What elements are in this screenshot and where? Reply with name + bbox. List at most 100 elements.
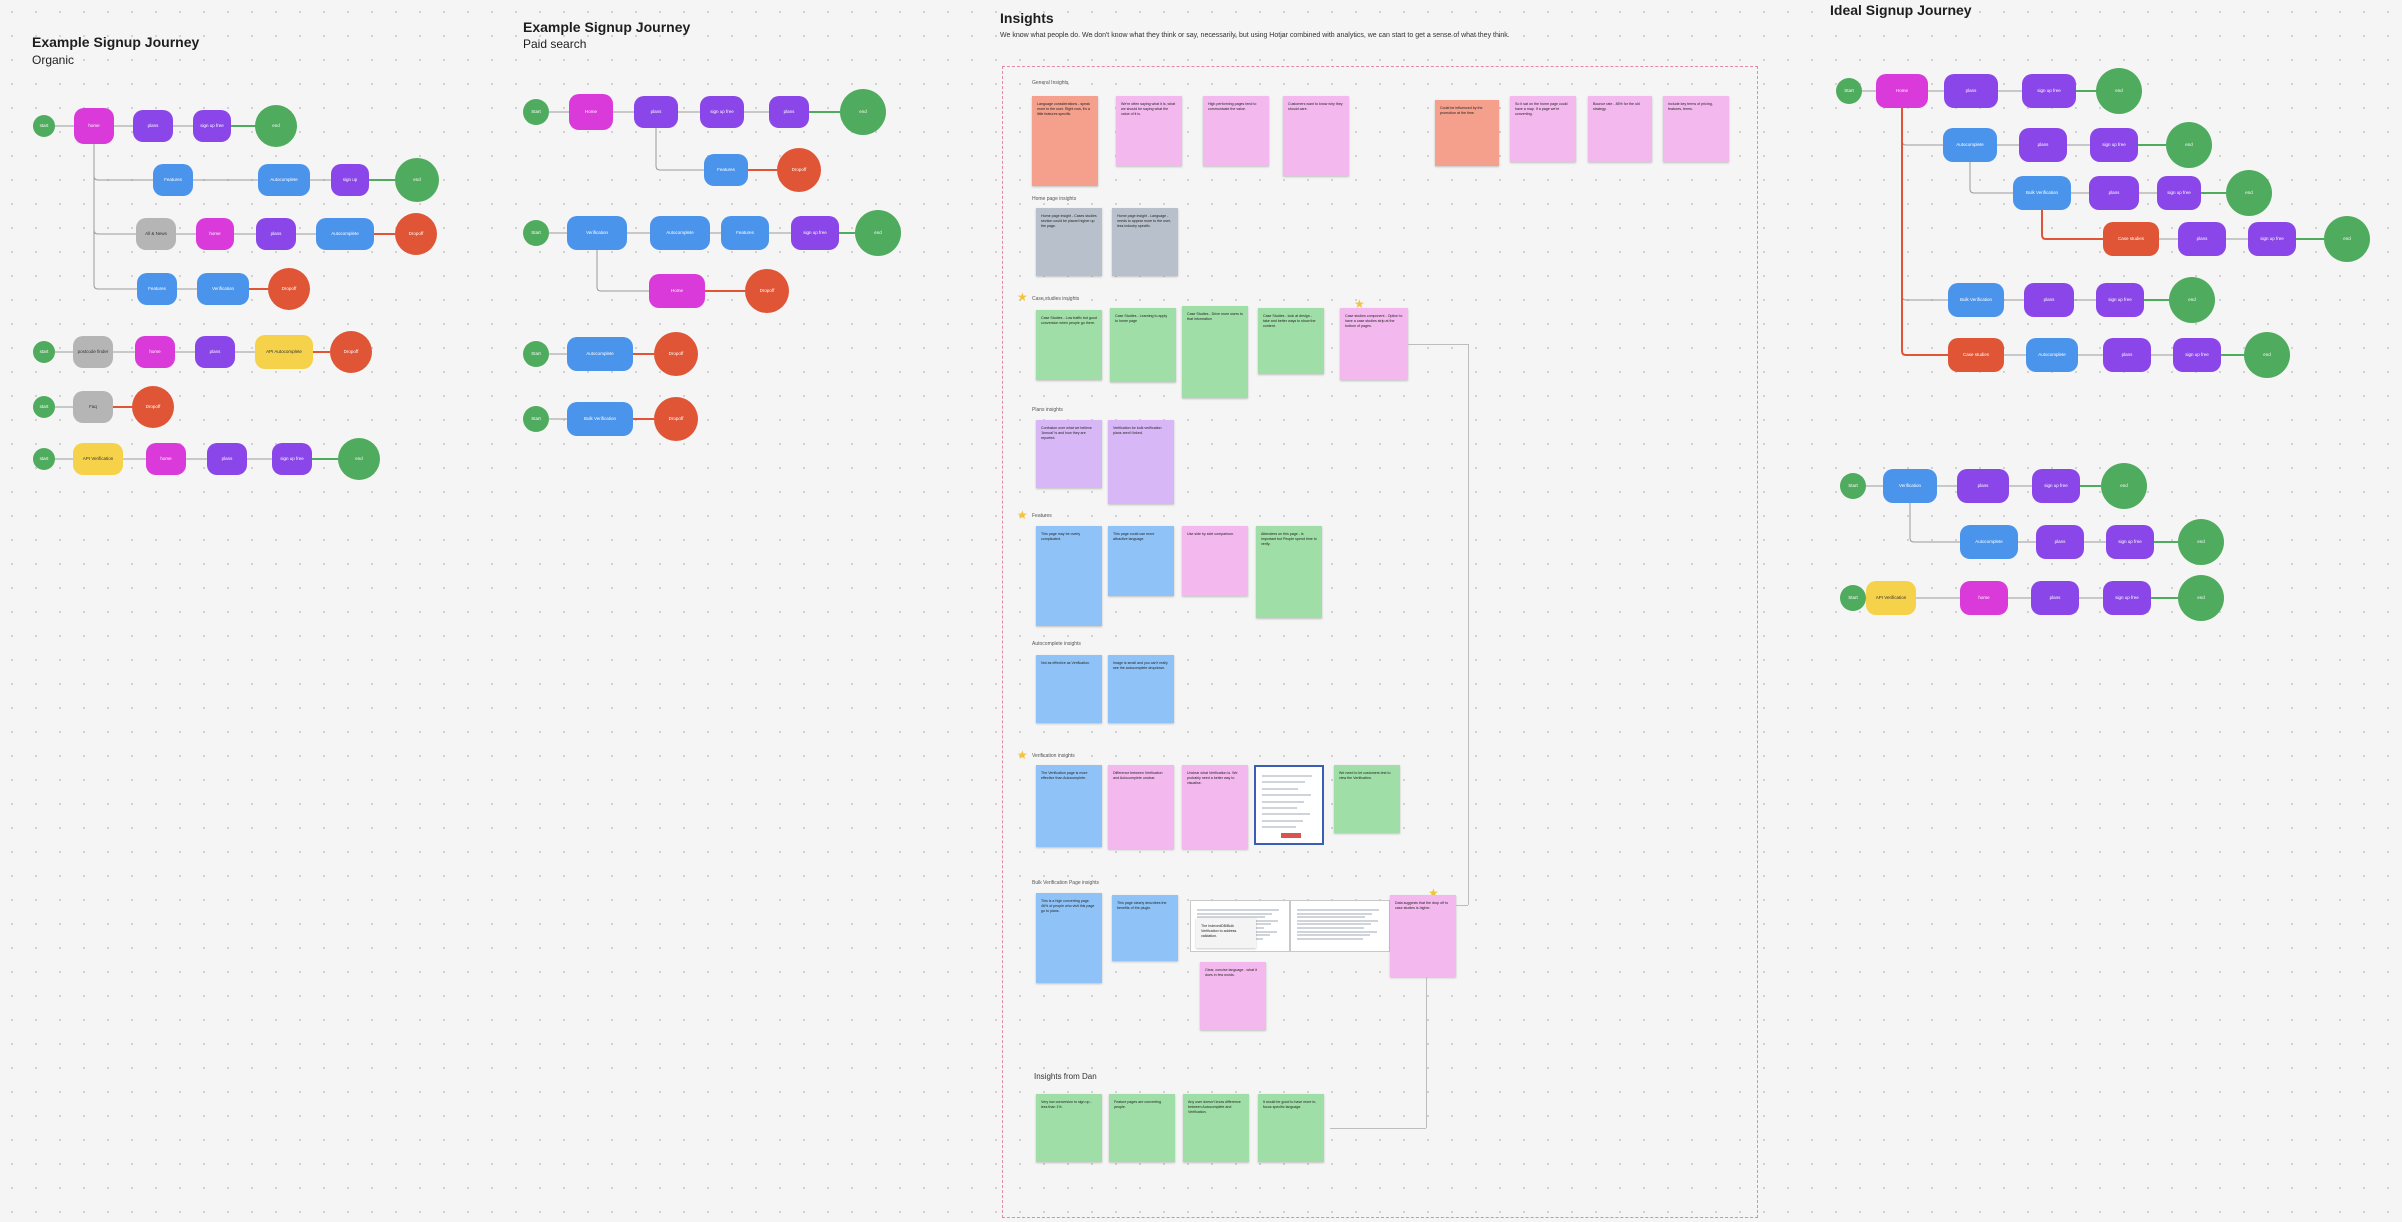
sticky-note[interactable]: Any user doesn't know difference between… [1183,1094,1249,1162]
sticky-note[interactable]: Could be influenced by the promotion at … [1435,100,1499,166]
paid-node-feature[interactable]: Features [721,216,769,250]
organic-node-plans[interactable]: plans [207,443,247,475]
sticky-note[interactable]: Very low conversion to sign up - less th… [1036,1094,1102,1162]
sticky-note[interactable]: Home page insight - Cases studies sectio… [1036,208,1102,276]
paid-node-dropoff[interactable]: Dropoff [654,397,698,441]
organic-node-dropoff[interactable]: Dropoff [132,386,174,428]
organic-node-start[interactable]: start [33,396,55,418]
ideal-node-feature[interactable]: Autocomplete [2026,338,2078,372]
organic-node-home[interactable]: home [135,336,175,368]
sticky-note[interactable]: Verification for bulk verification plans… [1108,420,1174,504]
organic-node-grey[interactable]: All & News [136,218,176,250]
paid-node-dropoff[interactable]: Dropoff [745,269,789,313]
sticky-note[interactable]: Bounce rate - 85% for the old strategy. [1588,96,1652,162]
sticky-note[interactable]: This page could use more attractive lang… [1108,526,1174,596]
ideal-node-plans[interactable]: plans [2103,338,2151,372]
sticky-note[interactable]: This is a high converting page. 46% of p… [1036,893,1102,983]
paid-node-home[interactable]: Home [569,94,613,130]
ideal-node-end[interactable]: end [2226,170,2272,216]
ideal-node-plans[interactable]: sign up free [2248,222,2296,256]
ideal-node-end[interactable]: end [2178,519,2224,565]
organic-node-plans[interactable]: sign up free [193,110,231,142]
paid-node-plans[interactable]: sign up free [791,216,839,250]
sticky-note[interactable]: The Verification page is more effective … [1036,765,1102,847]
paid-node-start[interactable]: Start [523,99,549,125]
paid-node-feature[interactable]: Autocomplete [650,216,710,250]
paid-node-start[interactable]: Start [523,341,549,367]
sticky-note[interactable]: Case Studies - Low traffic but good conv… [1036,310,1102,380]
sticky-note[interactable]: Confusion over what we believe 'Annual' … [1036,420,1102,488]
sticky-note[interactable]: This page clearly describes the benefits… [1112,895,1178,961]
ideal-node-end[interactable]: end [2169,277,2215,323]
ideal-node-end[interactable]: end [2244,332,2290,378]
ideal-node-plans[interactable]: plans [2178,222,2226,256]
paid-node-dropoff[interactable]: Dropoff [654,332,698,376]
sticky-note[interactable]: Language considerations - speak more to … [1032,96,1098,186]
sticky-note[interactable]: Not as effective as Verification. [1036,655,1102,723]
ideal-node-plans[interactable]: plans [1957,469,2009,503]
ideal-node-plans[interactable]: sign up free [2157,176,2201,210]
paid-node-feature[interactable]: Verification [567,216,627,250]
organic-node-yellow[interactable]: API Verification [73,443,123,475]
sticky-note[interactable]: Case studies component - Option to have … [1340,308,1408,380]
ideal-node-plans[interactable]: plans [2019,128,2067,162]
paid-node-feature[interactable]: Bulk Verification [567,402,633,436]
ideal-node-plans[interactable]: sign up free [2032,469,2080,503]
organic-node-start[interactable]: start [33,115,55,137]
organic-node-plans[interactable]: plans [133,110,173,142]
ideal-node-feature[interactable]: Bulk Verification [2013,176,2071,210]
organic-node-plans[interactable]: sign up free [272,443,312,475]
ideal-node-plans[interactable]: plans [2031,581,2079,615]
sticky-note[interactable]: Feature pages are converting people. [1109,1094,1175,1162]
organic-node-start[interactable]: start [33,341,55,363]
organic-node-plans[interactable]: plans [256,218,296,250]
sticky-note[interactable]: Use side by side comparison. [1182,526,1248,596]
organic-node-feature[interactable]: Features [137,273,177,305]
organic-node-home[interactable]: home [74,108,114,144]
paid-node-end[interactable]: end [855,210,901,256]
ideal-node-end[interactable]: end [2178,575,2224,621]
organic-node-yellow[interactable]: API Autocomplete [255,335,313,369]
sticky-note[interactable]: This page may be overly complicated. [1036,526,1102,626]
ideal-node-end[interactable]: end [2096,68,2142,114]
sticky-note[interactable]: Attendees on this page - is important bu… [1256,526,1322,618]
ideal-node-plans[interactable]: sign up free [2106,525,2154,559]
sticky-note[interactable]: Unclear what Verification is. We probabl… [1182,765,1248,849]
ideal-node-dropoff[interactable]: Case studies [2103,222,2159,256]
ideal-node-feature[interactable]: Verification [1883,469,1937,503]
ideal-node-plans[interactable]: plans [2024,283,2074,317]
sticky-note[interactable]: Image is small and you can't really see … [1108,655,1174,723]
ideal-node-plans[interactable]: sign up free [2022,74,2076,108]
page-screenshot[interactable] [1254,765,1324,845]
paid-node-dropoff[interactable]: Dropoff [777,148,821,192]
paid-node-feature[interactable]: Features [704,154,748,186]
sticky-note[interactable]: Case Studies - look at design - take and… [1258,308,1324,374]
sticky-note[interactable]: It would be good to have more in-focus s… [1258,1094,1324,1162]
sticky-note[interactable]: Home page insight - Language - needs to … [1112,208,1178,276]
ideal-node-plans[interactable]: plans [2089,176,2139,210]
organic-node-end[interactable]: end [395,158,439,202]
organic-node-feature[interactable]: Features [153,164,193,196]
ideal-node-end[interactable]: end [2324,216,2370,262]
paid-node-plans[interactable]: plans [769,96,809,128]
sticky-note[interactable]: The IndexedDB/Bulk Verification to addre… [1196,918,1256,948]
sticky-note[interactable]: High performing pages tend to communicat… [1203,96,1269,166]
organic-node-end[interactable]: end [255,105,297,147]
organic-node-grey[interactable]: postcode finder [73,336,113,368]
ideal-node-plans[interactable]: sign up free [2090,128,2138,162]
sticky-note[interactable]: Case Studies - Learning to apply to home… [1110,308,1176,382]
ideal-node-plans[interactable]: plans [1944,74,1998,108]
page-screenshot[interactable] [1290,900,1390,952]
paid-node-feature[interactable]: Autocomplete [567,337,633,371]
organic-node-grey[interactable]: Faq [73,391,113,423]
organic-node-dropoff[interactable]: Dropoff [330,331,372,373]
ideal-node-plans[interactable]: sign up free [2096,283,2144,317]
ideal-node-feature[interactable]: Autocomplete [1960,525,2018,559]
ideal-node-start[interactable]: Start [1840,585,1866,611]
ideal-node-end[interactable]: end [2101,463,2147,509]
paid-node-plans[interactable]: sign up free [700,96,744,128]
organic-node-dropoff[interactable]: Dropoff [268,268,310,310]
organic-node-feature[interactable]: Verification [197,273,249,305]
sticky-note[interactable]: We're often saying what it is, what we s… [1116,96,1182,166]
paid-node-plans[interactable]: plans [634,96,678,128]
